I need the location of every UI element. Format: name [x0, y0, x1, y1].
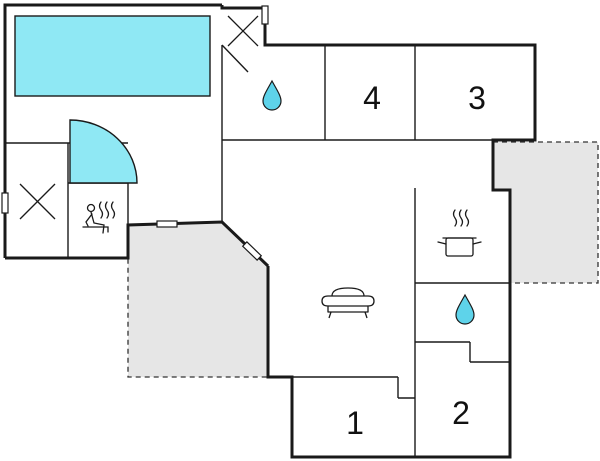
window-top-wall	[261, 5, 269, 25]
sofa-icon	[321, 287, 375, 319]
interior-partitions	[5, 44, 535, 457]
water-drop-icon	[455, 293, 475, 325]
cooking-pot-icon	[437, 209, 482, 257]
window-left-wall	[1, 192, 9, 214]
window-sauna-wall	[156, 220, 178, 228]
cross-marker-icon	[19, 183, 56, 220]
pool-icon	[14, 15, 211, 97]
sauna-icon	[82, 201, 116, 234]
sauna-door-swing	[69, 119, 138, 184]
outer-walls	[3, 3, 537, 459]
room-label-2: 2	[452, 395, 470, 431]
room-label-3: 3	[468, 80, 486, 116]
wall-openings	[1, 5, 269, 261]
cross-marker-icon	[227, 15, 259, 47]
room-label-4: 4	[363, 80, 381, 116]
water-drop-icon	[262, 79, 282, 111]
room-label-1: 1	[346, 405, 364, 441]
window-angled-wall	[241, 241, 263, 261]
